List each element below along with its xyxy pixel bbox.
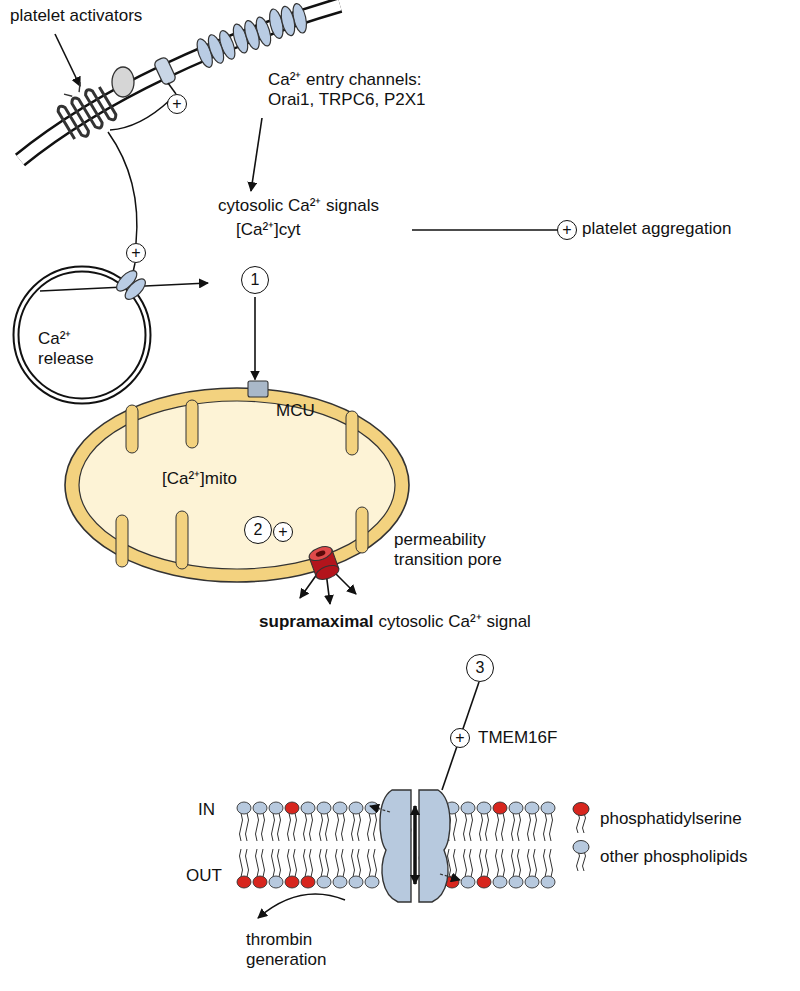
release-channel — [113, 267, 148, 302]
mcu-channel — [248, 381, 268, 397]
node-label: MCU — [276, 401, 315, 421]
activator-arrow — [55, 34, 80, 86]
crista — [186, 400, 198, 448]
node-label: Ca²⁺ release — [38, 329, 112, 370]
annotation: platelet activators — [10, 6, 142, 26]
gpcr-receptor — [51, 75, 118, 142]
activation-sign: + — [273, 522, 293, 542]
annotation: cytosolic Ca²⁺ signal — [378, 612, 530, 632]
activation-sign: + — [450, 728, 470, 748]
legend-text: phosphatidylserine — [600, 809, 742, 829]
legend-item: phosphatidylserine — [570, 800, 747, 838]
mitochondrion: MCU [Ca²⁺]mito 2 — [62, 385, 412, 585]
vesicle-outline — [12, 265, 152, 405]
tmem16f-protein — [370, 790, 460, 902]
node-label: [Ca²⁺]mito — [162, 469, 237, 489]
ca-entry-channel — [267, 2, 309, 39]
vesicle: Ca²⁺ release — [12, 265, 152, 405]
legend-text: other phospholipids — [600, 847, 747, 867]
connector-arrow — [254, 297, 256, 380]
vesicle-membrane — [16, 269, 148, 401]
signal-line — [108, 132, 137, 243]
side-label: IN — [198, 800, 215, 820]
callout-number: 2 — [245, 517, 271, 542]
crista — [126, 405, 138, 453]
annotation: thrombin generation — [246, 930, 346, 971]
ca-entry-channel — [194, 29, 238, 70]
activation-sign: + — [167, 94, 187, 114]
side-label: OUT — [186, 866, 222, 886]
annotation: cytosolic Ca²⁺ signals — [218, 196, 379, 216]
permeability-transition-pore — [307, 544, 340, 582]
entry-arrow — [251, 118, 262, 191]
crista — [176, 511, 188, 569]
vesicle-membrane-core — [16, 269, 148, 401]
annotation: permeability transition pore — [394, 530, 524, 571]
callout-number: 3 — [466, 654, 494, 682]
protein-name: TMEM16F — [478, 728, 557, 748]
crista — [356, 507, 368, 553]
thrombin-arrow — [258, 894, 345, 918]
crista — [116, 515, 128, 567]
ligand — [112, 67, 134, 97]
annotation: platelet aggregation — [582, 219, 731, 239]
callout-number: 1 — [242, 267, 268, 292]
activation-sign: + — [557, 220, 577, 240]
aggregation-line — [412, 229, 558, 231]
callout-number: 2 — [244, 516, 272, 544]
signal-line — [110, 100, 170, 130]
mito-outer-membrane — [65, 388, 409, 582]
activation-line — [442, 682, 479, 790]
mito-inner-membrane — [79, 401, 395, 569]
activation-sign: + — [126, 243, 146, 263]
signal-line — [168, 83, 176, 94]
ca-entry-channel — [230, 15, 273, 54]
annotation: [Ca²⁺]cyt — [236, 220, 301, 240]
receptor-channel — [153, 56, 177, 85]
callout-number: 1 — [241, 266, 269, 294]
annotation: Ca²⁺ entry channels: Orai1, TRPC6, P2X1 — [268, 70, 458, 111]
crista — [346, 411, 358, 455]
legend-swatch — [573, 803, 589, 816]
callout-number: 3 — [467, 655, 493, 680]
legend-swatch — [573, 841, 589, 854]
lipid-swatch — [570, 839, 592, 875]
mitochondrion-outline — [62, 385, 412, 585]
annotation: supramaximal — [259, 612, 373, 632]
lipid-swatch — [570, 801, 592, 837]
legend-item: other phospholipids — [570, 838, 747, 876]
legend: phosphatidylserine other phospholipids — [570, 800, 747, 876]
